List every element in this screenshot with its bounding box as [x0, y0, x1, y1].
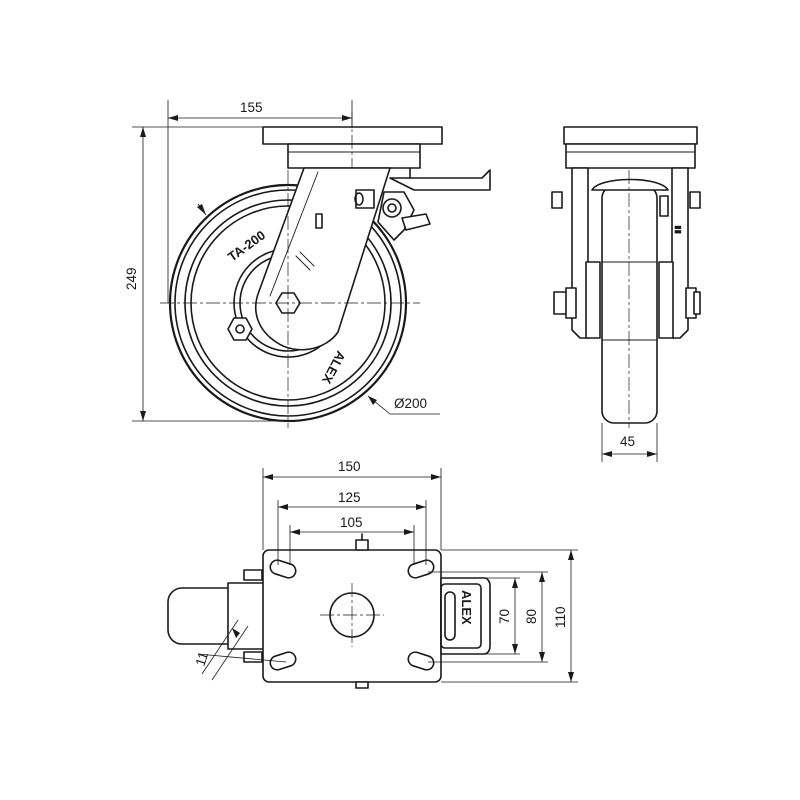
front-brake-assembly — [355, 167, 491, 241]
side-logo-mark: ▮▮ — [673, 225, 682, 234]
dim-offset-label: 155 — [240, 100, 263, 115]
front-top-plate — [262, 126, 443, 145]
front-brand-label: ALEX — [319, 349, 349, 387]
side-view: ▮▮ 45 — [551, 126, 701, 462]
front-swivel-bearing — [287, 143, 421, 169]
side-axle-bolts — [553, 287, 701, 319]
dim-hole-spacing-inner: 105 — [289, 515, 415, 565]
side-top-plate — [563, 126, 698, 145]
dim-hole-spacing-inner-label: 105 — [340, 515, 363, 530]
dim-short-outer: 80 — [428, 571, 548, 663]
top-brand-label: ALEX — [459, 590, 474, 625]
front-model-label: TA-200 — [225, 227, 268, 264]
dim-height-label: 249 — [124, 267, 139, 290]
dim-plate-width: 150 — [262, 459, 442, 550]
dim-hole-spacing-outer-label: 125 — [338, 490, 361, 505]
top-mounting-slots — [269, 559, 435, 671]
dim-short-inner: 70 — [480, 577, 520, 655]
dim-wheel-width-label: 45 — [620, 434, 635, 449]
dim-offset: 155 — [167, 100, 353, 303]
fork-logo-mark — [295, 192, 364, 271]
dim-slot-width: 11 — [193, 619, 287, 681]
dim-plate-length-label: 110 — [553, 606, 568, 628]
dim-height: 249 — [124, 126, 288, 422]
dim-wheel-diameter-label: Ø200 — [394, 396, 427, 411]
dim-short-inner-label: 70 — [497, 609, 512, 624]
dim-wheel-diameter: Ø200 — [197, 203, 440, 415]
side-wheel — [601, 185, 658, 424]
dim-plate-width-label: 150 — [338, 459, 361, 474]
dim-slot-width-label: 11 — [193, 650, 212, 668]
top-brake-pedal: ALEX — [440, 577, 491, 655]
dim-plate-length: 110 — [441, 549, 578, 683]
front-view: TA-200 ALEX 155 249 — [124, 100, 491, 428]
dim-short-outer-label: 80 — [524, 609, 539, 624]
dim-hole-spacing-outer: 125 — [277, 490, 427, 565]
dim-wheel-width: 45 — [601, 423, 658, 462]
top-view: ALEX 150 125 — [167, 459, 578, 689]
front-grease-nipple — [227, 317, 253, 341]
side-swivel-bearing — [565, 143, 696, 169]
